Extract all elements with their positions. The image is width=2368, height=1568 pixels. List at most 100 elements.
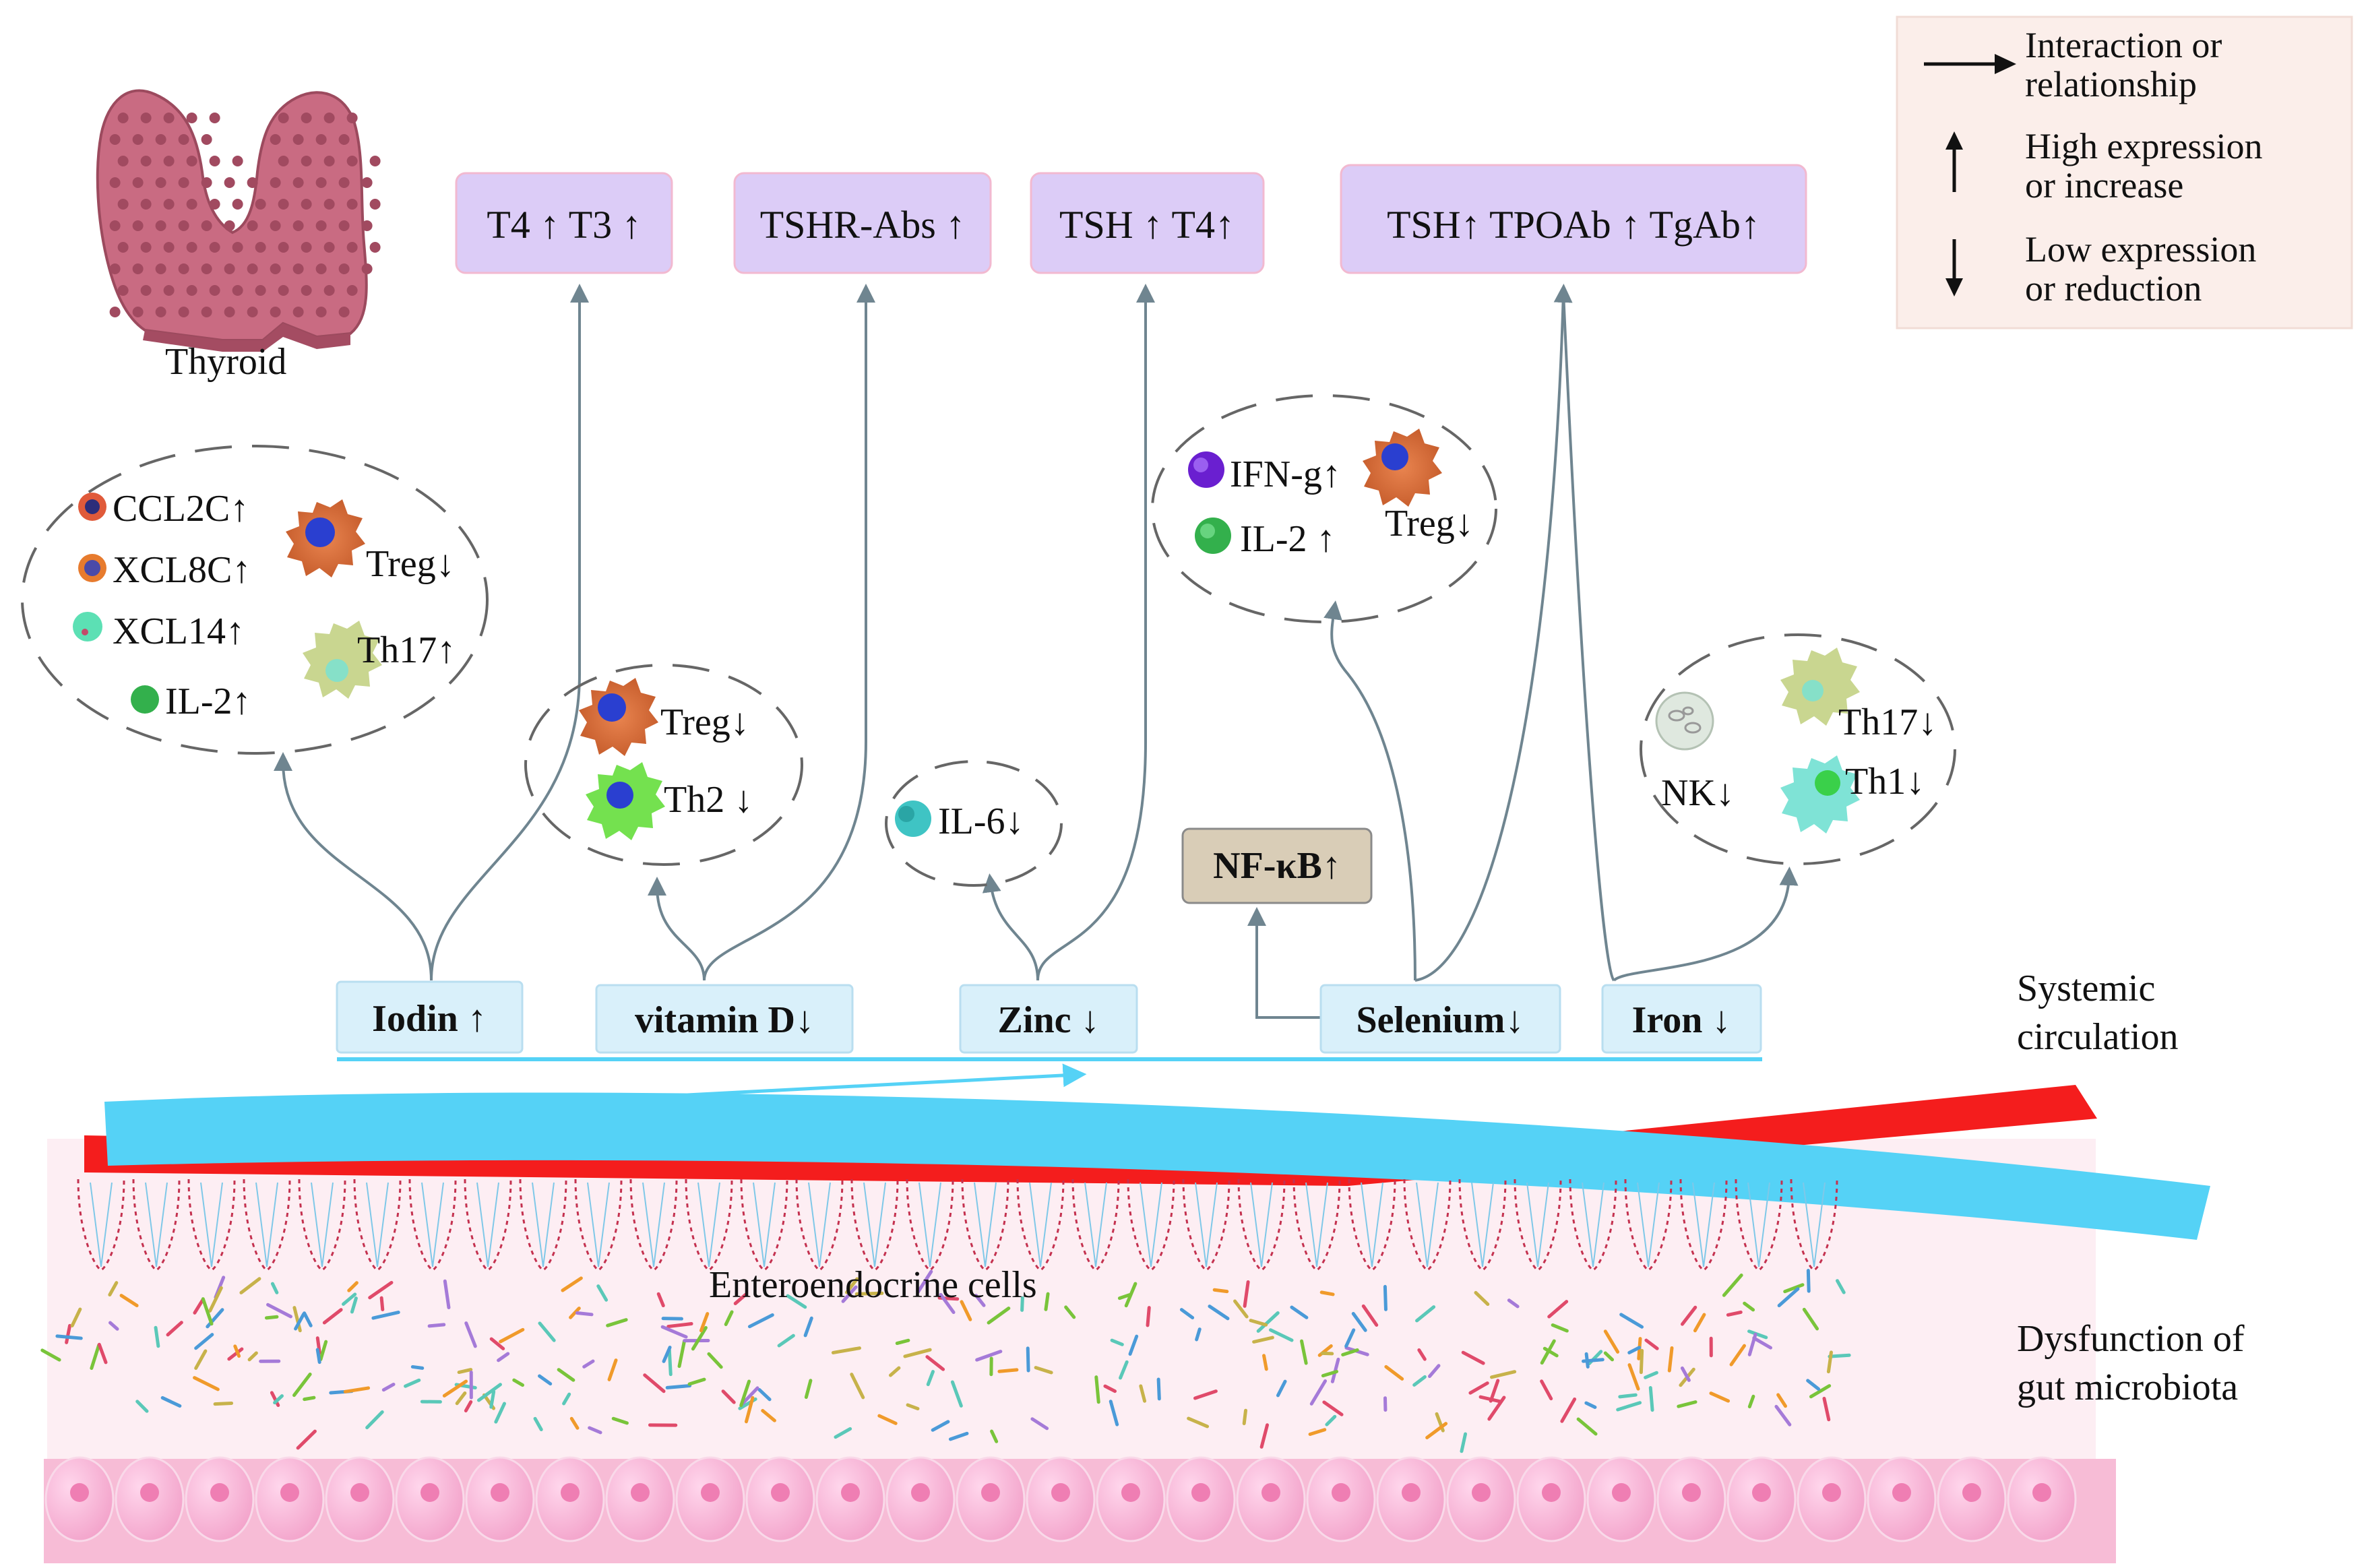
villus xyxy=(243,1179,291,1272)
hormone-box-selenium-text: TSH↑ TPOAb ↑ TgAb↑ xyxy=(1387,203,1760,247)
bacterium xyxy=(1644,1371,1658,1379)
bacterium xyxy=(1474,1290,1490,1307)
villus xyxy=(464,1179,512,1272)
thyroid-follicle xyxy=(224,220,235,231)
bacterium xyxy=(575,1311,594,1317)
bacterium xyxy=(1156,1377,1161,1401)
bacterium xyxy=(1806,1269,1811,1293)
bacterium xyxy=(457,1368,473,1375)
thyroid-follicle xyxy=(278,113,289,123)
thyroid-follicle xyxy=(301,199,312,210)
ccl2c-label: CCL2C↑ xyxy=(113,488,249,530)
bacterium xyxy=(266,1303,292,1319)
bacterium xyxy=(744,1395,755,1424)
thyroid-follicle xyxy=(338,307,350,317)
thyroid-icon xyxy=(96,89,381,352)
bacterium xyxy=(1627,1346,1642,1354)
right-arrow-icon xyxy=(1924,54,2016,74)
xcl8c-label: XCL8C↑ xyxy=(113,549,251,591)
bacterium xyxy=(379,1296,385,1311)
villus xyxy=(1016,1179,1065,1272)
bacterium xyxy=(1415,1305,1436,1323)
bacterium xyxy=(273,1394,284,1405)
bacterium xyxy=(777,1334,795,1348)
bacterium xyxy=(888,1366,901,1377)
cell-nucleus xyxy=(1542,1483,1561,1502)
bacterium xyxy=(319,1340,328,1361)
thyroid-follicle xyxy=(315,307,327,317)
bacterium xyxy=(166,1321,183,1337)
bacterium xyxy=(1826,1350,1833,1374)
bacterium xyxy=(1128,1334,1139,1356)
thyroid-follicle xyxy=(109,307,121,317)
bacterium xyxy=(1468,1381,1489,1395)
bacterium xyxy=(804,1379,813,1400)
thyroid-follicle xyxy=(224,307,235,317)
thyroid-follicle xyxy=(361,220,373,231)
zinc-immune-group: IL-6↓ xyxy=(885,760,1063,887)
villus xyxy=(685,1179,733,1272)
iron-immune-group: NK↓ Th17↓ Th1↓ xyxy=(1640,633,1956,865)
thyroid-follicle xyxy=(109,263,121,274)
cell-nucleus xyxy=(771,1483,790,1502)
villus xyxy=(519,1179,567,1272)
bacterium xyxy=(1319,1290,1335,1296)
bacterium xyxy=(1722,1274,1743,1297)
cell-nucleus xyxy=(1332,1483,1350,1502)
thyroid-follicle xyxy=(155,307,166,317)
villus-capillary xyxy=(532,1182,555,1267)
vitd-th2-label: Th2 ↓ xyxy=(664,779,753,821)
bacterium xyxy=(1627,1363,1640,1391)
bacterium xyxy=(569,1307,581,1319)
thyroid-follicle xyxy=(361,263,373,274)
bacterium xyxy=(1384,1365,1404,1381)
enteroendocrine-label: Enteroendocrine cells xyxy=(709,1264,1037,1306)
bacterium xyxy=(1560,1397,1577,1423)
thyroid-follicle xyxy=(178,307,189,317)
villus xyxy=(1127,1179,1175,1272)
hormone-box-zinc: TSH ↑ T4↑ xyxy=(1030,172,1265,274)
bacterium xyxy=(1774,1404,1792,1426)
bacterium xyxy=(926,1370,935,1387)
vitd-treg-label: Treg↓ xyxy=(660,701,749,743)
thyroid-follicle xyxy=(323,113,335,123)
villus xyxy=(353,1179,402,1272)
thyroid-follicle xyxy=(186,113,197,123)
bacterium xyxy=(1030,1417,1049,1431)
cell-nucleus xyxy=(1121,1483,1140,1502)
villus xyxy=(1790,1179,1838,1272)
thyroid-follicle xyxy=(201,220,212,231)
bacterium xyxy=(667,1348,673,1377)
nutrient-box-vitamin-d: vitamin D↓ xyxy=(595,984,854,1054)
bacterium xyxy=(160,1395,182,1408)
thyroid-follicle xyxy=(278,285,289,296)
villus-capillary xyxy=(1361,1182,1383,1267)
villus-capillary xyxy=(1084,1182,1107,1267)
iodine-to-immune-arrow xyxy=(274,752,433,981)
thyroid-follicle xyxy=(247,263,258,274)
bacterium xyxy=(1233,1299,1249,1319)
villus xyxy=(298,1179,346,1272)
bacterium xyxy=(489,1337,505,1350)
selenium-immune-group: IFN-g↑ IL-2 ↑ Treg↓ xyxy=(1151,394,1497,623)
thyroid-follicle xyxy=(224,263,235,274)
bacterium xyxy=(464,1400,473,1413)
bacterium xyxy=(1344,1328,1356,1348)
thyroid-follicle xyxy=(323,199,335,210)
bacterium xyxy=(194,1349,208,1370)
th1-cell-icon xyxy=(1780,755,1860,834)
villus xyxy=(1403,1179,1452,1272)
thyroid-follicle xyxy=(338,263,350,274)
thyroid-follicle xyxy=(292,263,304,274)
villus-capillary xyxy=(1692,1182,1715,1267)
bacterium xyxy=(990,1429,999,1443)
thyroid-follicle xyxy=(369,242,381,253)
bacterium xyxy=(1680,1305,1697,1326)
hormone-box-selenium: TSH↑ TPOAb ↑ TgAb↑ xyxy=(1340,164,1807,274)
thyroid-follicle xyxy=(278,156,289,166)
